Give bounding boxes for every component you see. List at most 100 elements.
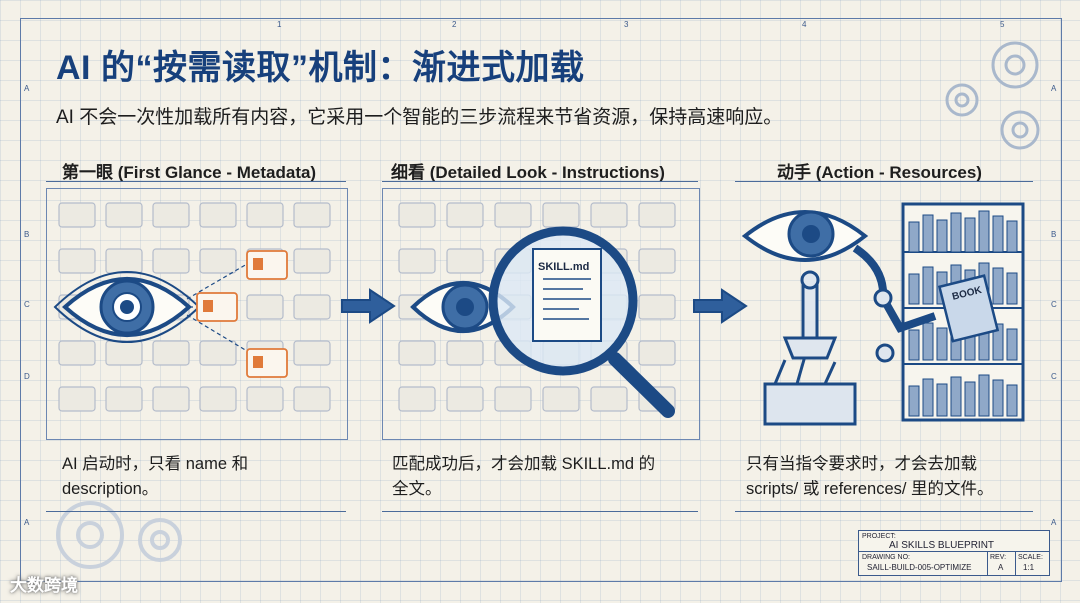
panel-3-caption: 只有当指令要求时，才会去加载 scripts/ 或 references/ 里的…	[746, 452, 994, 502]
dimension-line	[382, 181, 698, 182]
id-card-icon	[447, 203, 483, 227]
id-card-icon	[153, 249, 189, 273]
id-card-icon	[106, 203, 142, 227]
book-spine	[965, 218, 975, 252]
ruler-left-1: A	[24, 84, 29, 93]
skill-md-label: SKILL.md	[538, 261, 589, 273]
book-spine	[923, 267, 933, 304]
book-spine	[909, 330, 919, 360]
id-card-icon	[399, 249, 435, 273]
book-spine	[923, 379, 933, 416]
ruler-left-4: D	[24, 372, 30, 381]
dimension-line	[735, 511, 1033, 512]
book-spine	[1007, 273, 1017, 304]
id-card-icon	[495, 387, 531, 411]
caption-line: description。	[62, 477, 248, 502]
ruler-right-3: C	[1051, 300, 1057, 309]
panel-first-glance	[46, 188, 348, 440]
scale-value: 1:1	[1023, 563, 1034, 572]
id-card-icon	[294, 249, 330, 273]
panel-1-title: 第一眼 (First Glance - Metadata)	[62, 158, 316, 183]
caption-line: 匹配成功后，才会加载 SKILL.md 的	[392, 452, 655, 477]
magnifier-illustration: SKILL.md	[383, 189, 699, 439]
project-name: AI SKILLS BLUEPRINT	[889, 540, 994, 551]
book-spine	[1007, 329, 1017, 360]
book-spine	[951, 213, 961, 252]
id-card-icon	[106, 341, 142, 365]
drawing-label: DRAWING NO:	[862, 554, 910, 561]
id-card-icon	[543, 387, 579, 411]
book-spine	[951, 377, 961, 416]
id-card-icon	[294, 203, 330, 227]
id-card-icon	[639, 249, 675, 273]
page-subtitle: AI 不会一次性加载所有内容，它采用一个智能的三步流程来节省资源，保持高速响应。	[56, 102, 782, 129]
ruler-top-2: 2	[452, 20, 456, 29]
id-card-icon	[106, 387, 142, 411]
panel-2-title: 细看 (Detailed Look - Instructions)	[391, 158, 665, 183]
arrow-right-icon	[340, 286, 396, 326]
caption-line: 全文。	[392, 477, 655, 502]
ruler-left-3: C	[24, 300, 30, 309]
drawing-number: SAILL-BUILD-005-OPTIMIZE	[867, 563, 971, 572]
id-card-icon	[153, 341, 189, 365]
id-card-icon	[200, 387, 236, 411]
eye-icon	[745, 212, 865, 260]
id-card-icon	[294, 295, 330, 319]
id-card-icon	[200, 249, 236, 273]
id-card-icon	[591, 203, 627, 227]
book-spine	[923, 323, 933, 360]
book-spine	[1007, 221, 1017, 252]
metadata-cards-illustration	[47, 189, 347, 439]
id-card-icon	[447, 387, 483, 411]
id-card-icon	[59, 249, 95, 273]
id-card-icon	[447, 341, 483, 365]
id-card-icon	[639, 341, 675, 365]
scale-label: SCALE:	[1018, 554, 1043, 561]
id-card-icon	[200, 341, 236, 365]
title-block: PROJECT: AI SKILLS BLUEPRINT DRAWING NO:…	[858, 530, 1050, 576]
panel-1-caption: AI 启动时，只看 name 和 description。	[62, 452, 248, 502]
book-spine	[965, 382, 975, 416]
id-card-icon	[106, 249, 142, 273]
ruler-right-5: A	[1051, 518, 1056, 527]
id-card-icon	[543, 203, 579, 227]
book-spine	[909, 386, 919, 416]
toolbox-icon	[765, 356, 855, 424]
caption-line: AI 启动时，只看 name 和	[62, 452, 248, 477]
book-spine	[993, 268, 1003, 304]
id-card-icon	[399, 387, 435, 411]
id-card-icon	[639, 203, 675, 227]
eye-icon	[55, 272, 199, 342]
project-label: PROJECT:	[862, 533, 896, 540]
id-card-icon	[59, 387, 95, 411]
panel-3-title: 动手 (Action - Resources)	[777, 158, 982, 183]
id-card-icon	[591, 387, 627, 411]
dimension-line	[46, 511, 346, 512]
page-title: AI 的“按需读取”机制：渐进式加载	[56, 40, 584, 89]
ruler-top-4: 4	[802, 20, 806, 29]
book-spine	[909, 222, 919, 252]
book-spine	[979, 375, 989, 416]
dimension-line	[382, 511, 698, 512]
book-spine	[923, 215, 933, 252]
ruler-top-5: 5	[1000, 20, 1004, 29]
book-spine	[1007, 385, 1017, 416]
id-card-icon	[59, 341, 95, 365]
id-card-icon	[447, 249, 483, 273]
id-card-icon	[247, 203, 283, 227]
ruler-right-2: B	[1051, 230, 1056, 239]
id-card-icon	[399, 203, 435, 227]
ruler-left-5: A	[24, 518, 29, 527]
id-card-icon	[59, 203, 95, 227]
rev-value: A	[998, 563, 1003, 572]
panel-detailed-look: SKILL.md	[382, 188, 700, 440]
book-spine	[937, 220, 947, 252]
gear-icon	[940, 30, 1060, 160]
book-spine	[909, 274, 919, 304]
id-card-icon	[200, 203, 236, 227]
id-card-icon	[247, 295, 283, 319]
id-card-icon	[294, 387, 330, 411]
dimension-line	[735, 181, 1033, 182]
ruler-top-3: 3	[624, 20, 628, 29]
ruler-right-4: C	[1051, 372, 1057, 381]
